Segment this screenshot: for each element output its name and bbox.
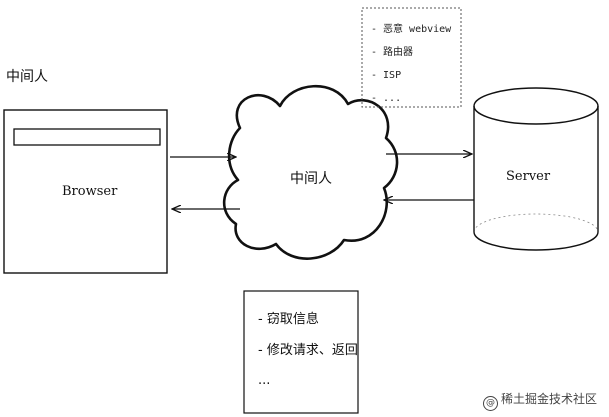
attack-source-item: - 路由器 — [371, 47, 414, 58]
middleman-cloud — [222, 84, 399, 260]
server-cylinder — [473, 87, 599, 251]
watermark: @稀土掘金技术社区 — [482, 390, 597, 411]
middleman-label: 中间人 — [290, 171, 332, 187]
juejin-logo-icon: @ — [482, 396, 498, 411]
watermark-text: 稀土掘金技术社区 — [500, 392, 597, 406]
attack-effect-item: - 修改请求、返回 — [258, 342, 358, 358]
server-label: Server — [506, 169, 551, 184]
attack-effect-item: - 窃取信息 — [258, 312, 319, 327]
attack-effect-item: ... — [258, 373, 271, 388]
attack-source-item: - 恶意 webview — [371, 24, 452, 35]
browser-label: Browser — [62, 184, 118, 199]
browser-box — [3, 109, 168, 274]
attack-source-item: - ISP — [371, 70, 402, 81]
attack-source-item: - ... — [371, 93, 402, 104]
browser-address-bar — [13, 128, 161, 146]
attack-source-notes-box — [361, 7, 462, 108]
diagram-title: 中间人 — [6, 69, 48, 85]
attack-effect-notes-box — [243, 290, 359, 414]
attack-source-list: - 恶意 webview - 路由器 - ISP - ... — [371, 18, 451, 110]
attack-effect-list: - 窃取信息 - 修改请求、返回 ... — [258, 305, 358, 397]
